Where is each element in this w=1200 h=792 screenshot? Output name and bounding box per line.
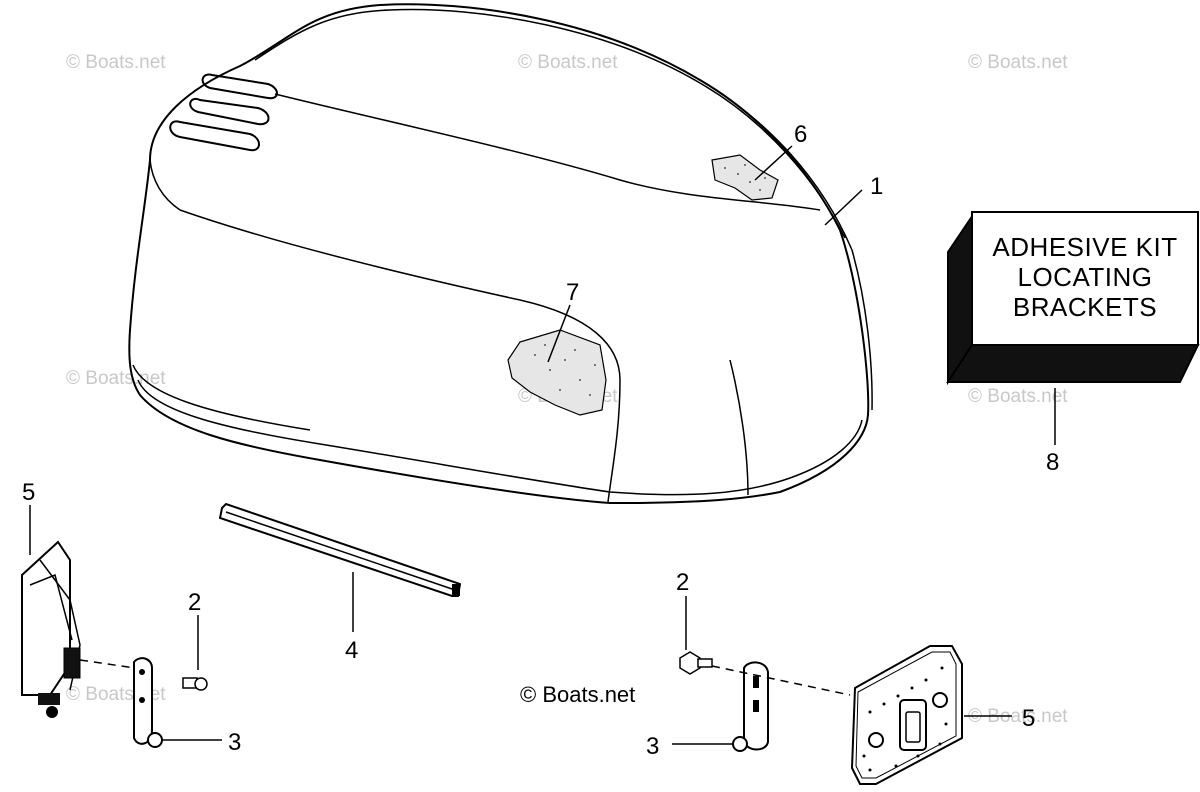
callout-6: 6	[794, 121, 807, 148]
patch-texture	[534, 164, 766, 396]
watermark-top-right: © Boats.net	[968, 52, 1068, 73]
kit-label-panel	[971, 211, 1199, 346]
left-screw	[182, 677, 208, 691]
callout-5-right: 5	[1022, 705, 1035, 732]
patch-7	[507, 329, 607, 416]
patch-6	[711, 154, 779, 201]
callout-5-left: 5	[22, 479, 35, 506]
watermark-bottom-right: © Boats.net	[968, 706, 1068, 727]
callout-8: 8	[1046, 449, 1059, 476]
watermarks: © Boats.net © Boats.net © Boats.net © Bo…	[66, 52, 1068, 727]
watermark-mid-right: © Boats.net	[968, 386, 1068, 407]
watermark-top-left: © Boats.net	[66, 52, 166, 73]
left-link-arm	[133, 657, 163, 748]
left-bracket	[21, 540, 81, 718]
callout-numbers: 1 6 7 8 4 5 2 3 2 3 5	[22, 121, 1059, 760]
callout-7: 7	[566, 279, 579, 306]
left-assembly-line	[79, 659, 136, 669]
kit-label-line-3: BRACKETS	[1013, 292, 1157, 322]
watermark-top-center: © Boats.net	[518, 52, 618, 73]
callout-3-left: 3	[228, 729, 241, 756]
engine-cowl	[128, 3, 873, 504]
seal-strip	[218, 502, 462, 597]
callout-2-left: 2	[188, 589, 201, 616]
kit-label-line-2: LOCATING	[1018, 262, 1153, 292]
callout-1: 1	[870, 173, 883, 200]
right-link-arm	[732, 661, 769, 752]
callout-3-right: 3	[646, 733, 659, 760]
right-assembly-line	[711, 665, 851, 696]
right-bracket-plate	[850, 645, 963, 785]
callout-4: 4	[345, 637, 358, 664]
copyright-label: © Boats.net	[520, 682, 635, 707]
leader-lines	[29, 145, 1056, 745]
watermark-mid-left: © Boats.net	[66, 368, 166, 389]
kit-label-line-1: ADHESIVE KIT	[992, 232, 1177, 262]
right-screw	[679, 651, 713, 675]
callout-2-right: 2	[676, 569, 689, 596]
adhesive-kit-box: ADHESIVE KIT LOCATING BRACKETS	[946, 211, 1200, 386]
